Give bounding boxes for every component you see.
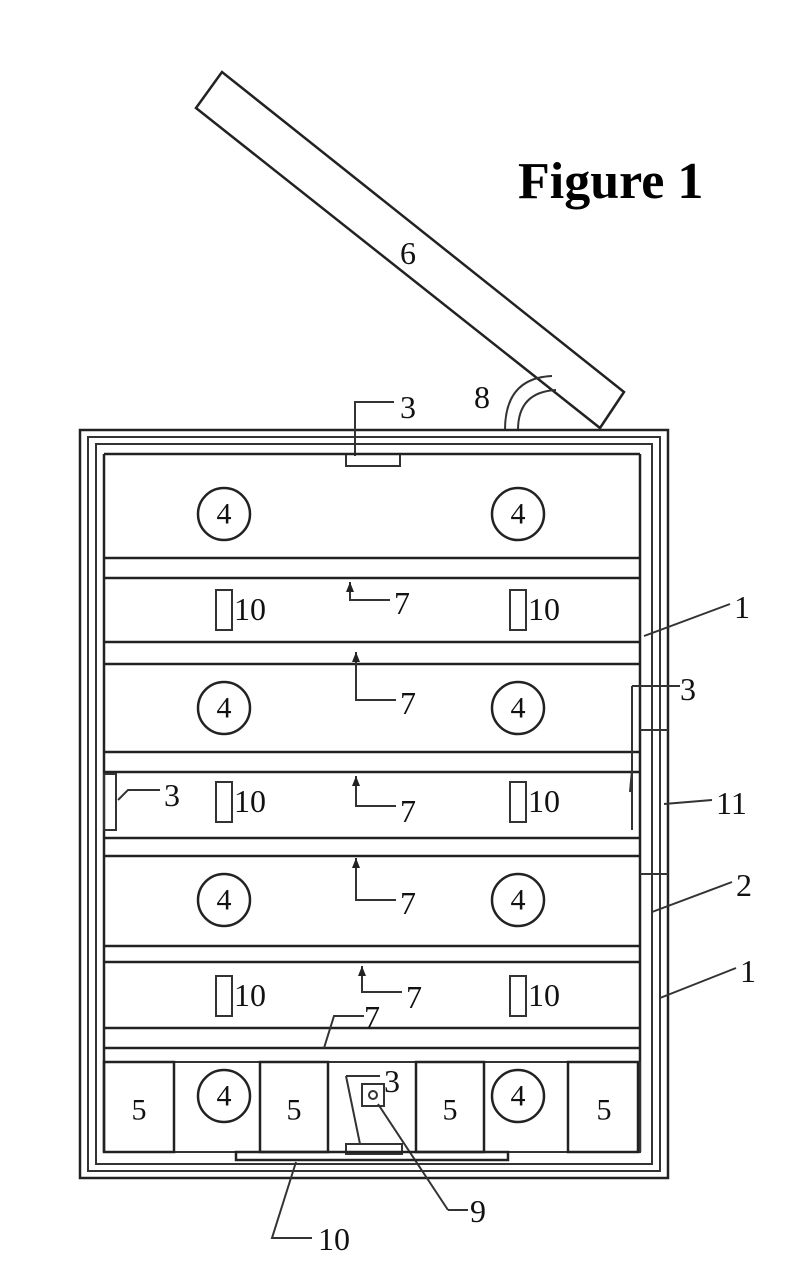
tag-label: 10	[234, 591, 266, 627]
tag-rect	[216, 782, 232, 822]
tag-rect	[510, 782, 526, 822]
storage-box: 5	[568, 1062, 638, 1152]
circle-marker-label: 4	[217, 1080, 232, 1113]
circle-marker-label: 4	[511, 498, 526, 531]
arrow-head-icon	[358, 966, 366, 976]
tag-rect	[510, 976, 526, 1016]
circle-marker: 4	[198, 1070, 250, 1122]
figure-title: Figure 1	[518, 153, 703, 210]
hinge-label: 8	[474, 379, 490, 415]
storage-box-label: 5	[132, 1094, 147, 1127]
arrow-label: 7	[364, 999, 380, 1035]
label-11: 11	[716, 785, 747, 821]
arrow-label: 7	[394, 585, 410, 621]
tag-label: 10	[528, 977, 560, 1013]
circle-marker-label: 4	[511, 1080, 526, 1113]
tag-label: 10	[234, 783, 266, 819]
storage-box-label: 5	[443, 1094, 458, 1127]
sensor-9-label: 9	[470, 1193, 486, 1229]
circle-marker-label: 4	[217, 498, 232, 531]
bottom-compartment: 5 5 5 5 4 4 3	[104, 1062, 640, 1257]
wall-label-lower: 1	[740, 953, 756, 989]
storage-box-label: 5	[597, 1094, 612, 1127]
arrow-callout	[356, 776, 396, 806]
lid-panel: 6	[196, 72, 624, 428]
storage-box: 5	[104, 1062, 174, 1152]
lid-label: 6	[400, 235, 416, 271]
arrow-head-icon	[352, 652, 360, 662]
storage-box: 5	[260, 1062, 328, 1152]
arrow-head-icon	[346, 582, 354, 592]
arrow-callout	[362, 966, 402, 992]
circle-marker-label: 4	[511, 692, 526, 725]
left-bracket-label: 3	[164, 777, 180, 813]
circle-marker-label: 4	[217, 884, 232, 917]
storage-box: 5	[416, 1062, 484, 1152]
shelves: 444444101010101010777777	[104, 454, 640, 1152]
tag-label: 10	[528, 591, 560, 627]
sensor-3-label: 3	[384, 1063, 400, 1099]
arrow-head-icon	[352, 776, 360, 786]
left-bracket: 3	[104, 774, 180, 830]
base-plate-label: 10	[318, 1221, 350, 1257]
tag-label: 10	[528, 783, 560, 819]
arrow-label: 7	[400, 793, 416, 829]
arrow-callout	[356, 652, 396, 700]
arrow-callout	[324, 1016, 364, 1048]
arrow-callout	[350, 582, 390, 600]
storage-box-label: 5	[287, 1094, 302, 1127]
tag-rect	[216, 590, 232, 630]
top-latch-label: 3	[400, 389, 416, 425]
circle-marker-label: 4	[217, 692, 232, 725]
base-plate: 10	[236, 1152, 508, 1257]
circle-marker: 4	[492, 1070, 544, 1122]
arrow-label: 7	[406, 979, 422, 1015]
circle-marker-label: 4	[511, 884, 526, 917]
label-2: 2	[736, 867, 752, 903]
arrow-callout	[356, 858, 396, 900]
tag-rect	[510, 590, 526, 630]
tag-rect	[216, 976, 232, 1016]
wall-label-upper: 1	[734, 589, 750, 625]
arrow-label: 7	[400, 885, 416, 921]
tag-label: 10	[234, 977, 266, 1013]
arrow-head-icon	[352, 858, 360, 868]
arrow-label: 7	[400, 685, 416, 721]
right-bracket-label: 3	[680, 671, 696, 707]
right-side-callouts: 1 3 11 2 1	[630, 589, 756, 998]
